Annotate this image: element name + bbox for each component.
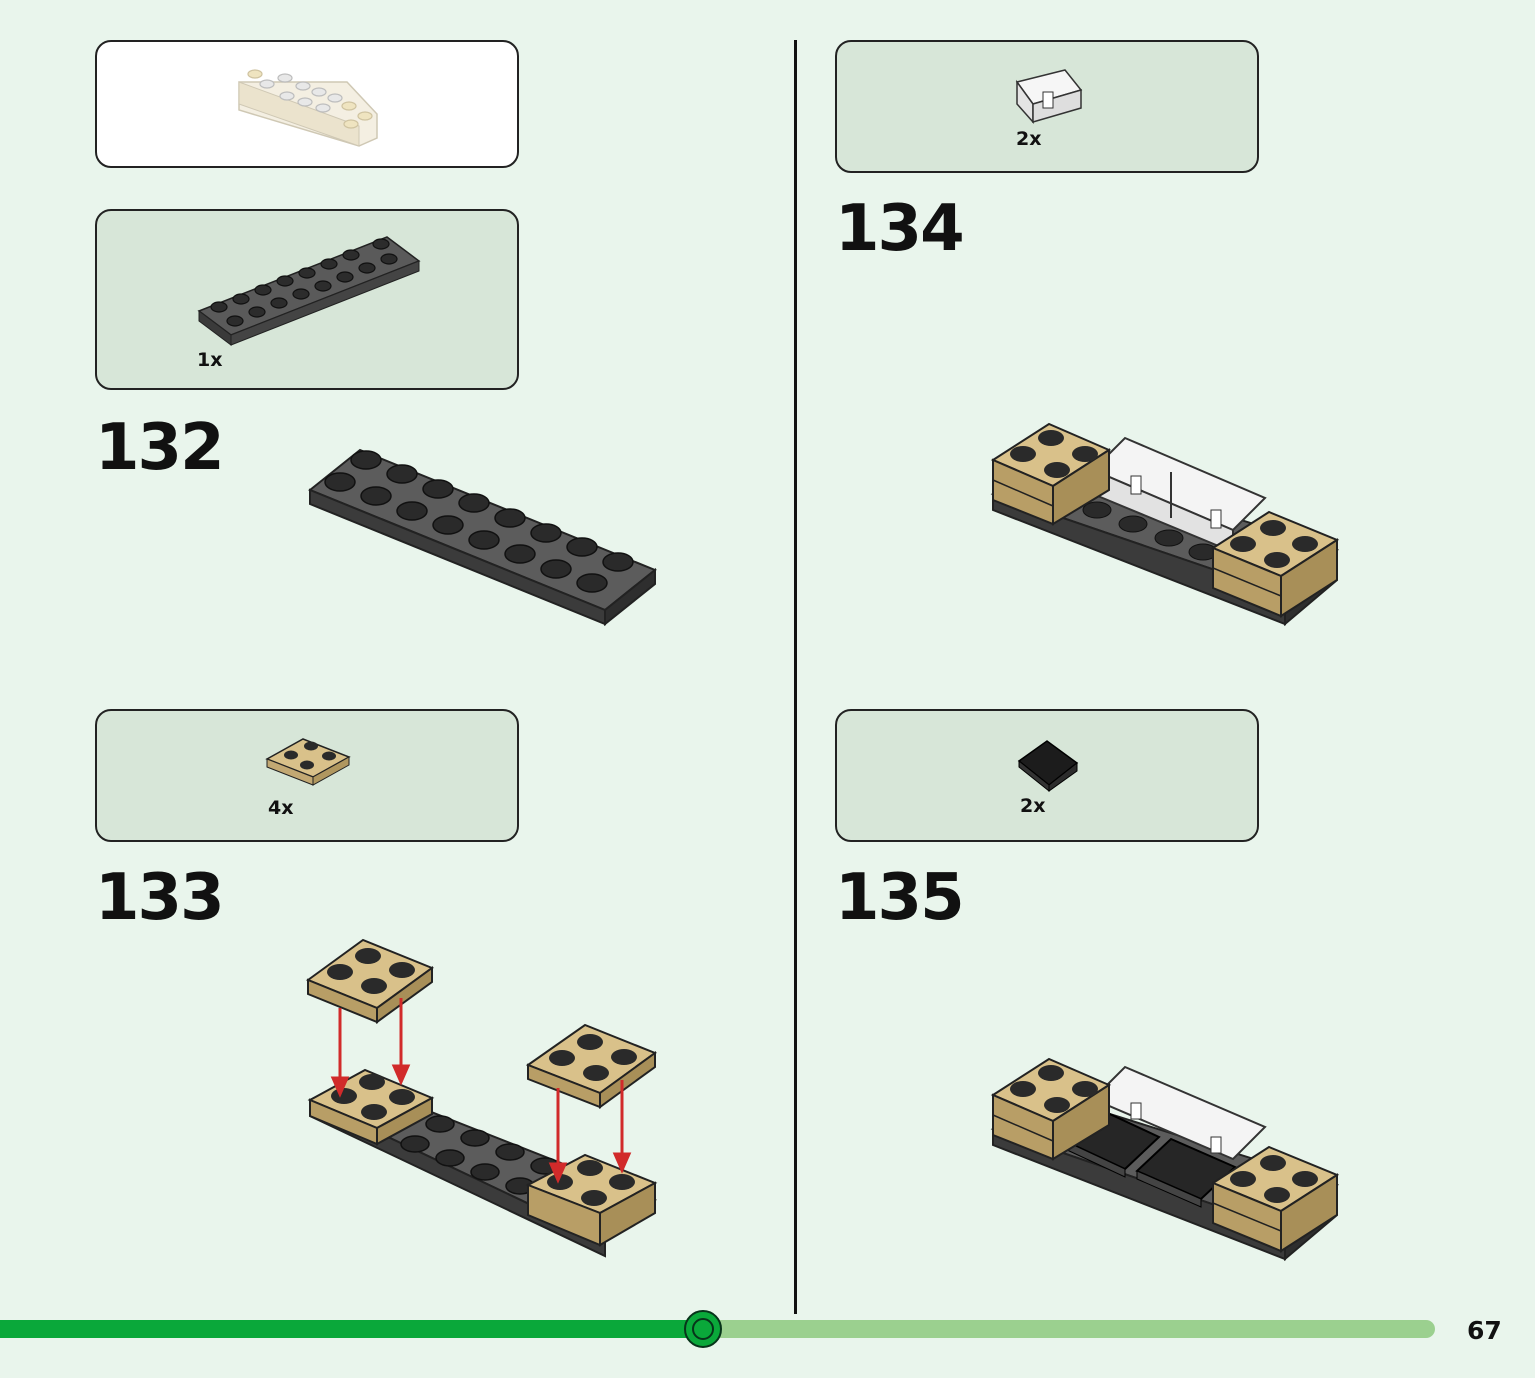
parts-box-step-135: 2x — [835, 709, 1259, 842]
parts-qty-label: 4x — [268, 797, 294, 819]
parts-box-step-133: 4x — [95, 709, 519, 842]
step-number-135: 135 — [835, 861, 965, 935]
step-number-132: 132 — [95, 411, 225, 485]
parts-qty-label: 1x — [197, 349, 223, 371]
step-number-134: 134 — [835, 192, 965, 266]
parts-qty-label: 2x — [1016, 128, 1042, 150]
step-135-illustration — [990, 1057, 1340, 1262]
black-slope-icon — [1017, 740, 1079, 793]
progress-marker-icon — [684, 1310, 723, 1348]
step-133-illustration — [305, 938, 658, 1258]
column-divider — [794, 40, 797, 1314]
step-number-133: 133 — [95, 861, 225, 935]
dark-gray-plate-2x8-icon — [197, 236, 421, 346]
step-134-illustration — [990, 422, 1340, 627]
subassembly-callout — [95, 40, 519, 168]
progress-fill — [0, 1320, 704, 1338]
white-tan-subassembly-icon — [238, 69, 378, 147]
tan-plate-2x2-icon — [265, 738, 351, 786]
parts-box-step-134: 2x — [835, 40, 1259, 173]
parts-box-step-132: 1x — [95, 209, 519, 390]
page-number: 67 — [1467, 1316, 1502, 1345]
white-hinge-icon — [1015, 69, 1083, 124]
progress-bar — [0, 1310, 1435, 1348]
step-132-illustration — [308, 448, 657, 627]
parts-qty-label: 2x — [1020, 795, 1046, 817]
